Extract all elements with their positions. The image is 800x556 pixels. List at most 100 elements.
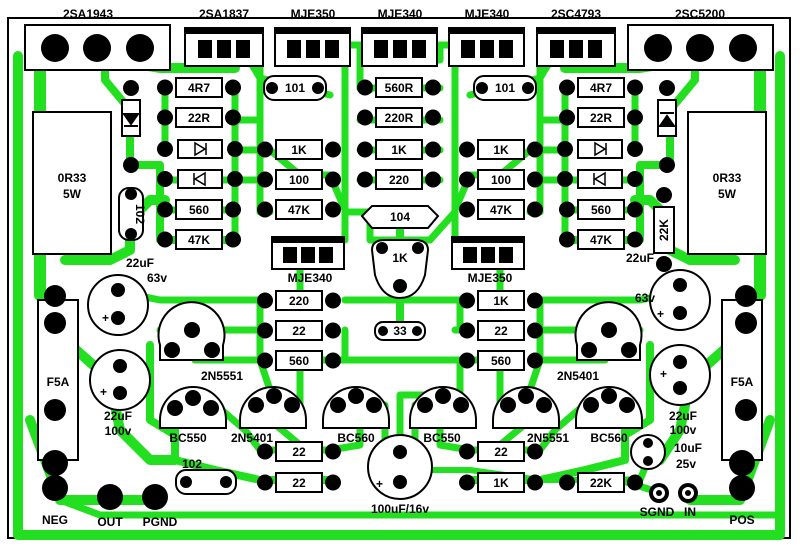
resistor-pad [527,201,543,218]
resistor-pad [257,201,273,218]
resistor-pad [257,474,273,491]
cap-101-left [263,75,327,101]
resistor-pad [225,231,241,248]
resistor-22-bottom-c: 22 [477,441,525,462]
label-ecap2-volt: 100v [105,424,132,438]
label-conn-in: IN [684,505,696,519]
driver-2sc4793 [536,27,616,67]
label-pot-1k: 1K [392,251,408,265]
label-fuse-left: F5A [47,375,70,389]
resistor-pad [425,171,441,188]
svg-text:100: 100 [289,173,309,187]
resistor-pad [527,141,543,158]
label-ecap3-volt: 63v [635,291,655,305]
label-ecap5-volt: 25v [676,457,696,471]
resistor-pad [527,171,543,188]
component-pad [656,187,672,203]
resistor-1k-right: 1K [477,139,525,160]
resistor-pad [627,201,643,218]
svg-text:22: 22 [292,445,306,459]
resistor-pad [527,322,543,339]
resistor-pad [357,141,373,158]
label-cap-101-left: 101 [285,81,305,95]
label-cap-33: 33 [393,324,407,338]
component-pad [157,171,173,187]
component-pad [227,141,243,157]
label-2sc4793: 2SC4793 [551,7,601,21]
diode-right-vertical [657,99,677,137]
resistor-pad [357,79,373,96]
resistor-pad [559,79,575,96]
resistor-pad [157,201,173,218]
svg-text:100: 100 [491,173,511,187]
resistor-pad [425,141,441,158]
to92-2n5401-left [239,386,307,429]
resistor-pad [459,322,475,339]
resistor-pad [157,79,173,96]
ecap-10uf-25v [630,434,666,470]
resistor-pad [257,352,273,369]
resistor-22-lower-left: 22 [275,320,323,341]
driver-mje340-mid [271,236,345,270]
svg-text:560: 560 [491,354,511,368]
driver-mje350-top [274,27,351,67]
resistor-pad [459,171,475,188]
resistor-pad [257,171,273,188]
driver-2sa1837 [184,27,264,67]
to92-bc550-left [159,386,227,429]
label-cap-104: 104 [390,210,410,224]
component-pad [656,256,672,272]
label-2n5401-left: 2N5401 [231,431,273,445]
svg-text:22R: 22R [188,111,210,125]
resistor-22-bottom-b: 22 [275,472,323,493]
resistor-pad [559,231,575,248]
resistor-pad [325,201,341,218]
svg-text:1K: 1K [493,476,509,490]
resistor-22-lower-right: 22 [477,320,525,341]
to92-2n5551-lower-right [492,386,560,429]
resistor-100-right: 100 [477,169,525,190]
svg-text:22: 22 [292,324,306,338]
resistor-pad [357,109,373,126]
resistor-220r: 220R [375,107,423,128]
component-pad [157,141,173,157]
svg-text:47K: 47K [288,203,310,217]
emitter-resistor-right [687,111,767,255]
connector-pads [42,285,757,510]
label-emitter-right-value: 0R33 [713,171,742,185]
label-bc560-left: BC560 [337,431,375,445]
label-mje340-top-a: MJE340 [378,7,423,21]
component-pad [123,157,139,173]
label-2sa1837: 2SA1837 [199,7,249,21]
resistor-220-lower-left: 220 [275,290,323,311]
resistor-pad [627,474,643,491]
cap-101-right [473,75,537,101]
svg-text:4R7: 4R7 [188,81,210,95]
svg-text:22K: 22K [590,476,612,490]
resistor-1k-left: 1K [275,139,323,160]
to92-2n5551-left [157,301,226,361]
component-pad [627,141,643,157]
label-bc560-right: BC560 [590,431,628,445]
resistor-pad [459,474,475,491]
power-transistor-2sc5200 [627,24,774,71]
power-transistor-2sa1943 [24,24,171,71]
label-cap-101-right: 101 [495,81,515,95]
ecap-100uf-16v [367,434,433,500]
resistor-100-left: 100 [275,169,323,190]
resistor-pad [559,201,575,218]
emitter-resistor-left [32,111,112,255]
label-mje350-mid: MJE350 [468,271,513,285]
label-ecap6: 100uF/16v [371,502,429,516]
label-resistor-22k-vertical: 22K [657,219,671,241]
diode-left-b [177,169,223,189]
resistor-560-lower-right: 560 [477,350,525,371]
cap-102-vertical [118,187,144,241]
component-pad [557,171,573,187]
driver-mje340-top-a [361,27,438,67]
ecap-22uf-63v-left [87,274,149,336]
resistor-1k-lower-right: 1K [477,290,525,311]
resistor-pad [527,443,543,460]
svg-text:220R: 220R [385,111,414,125]
